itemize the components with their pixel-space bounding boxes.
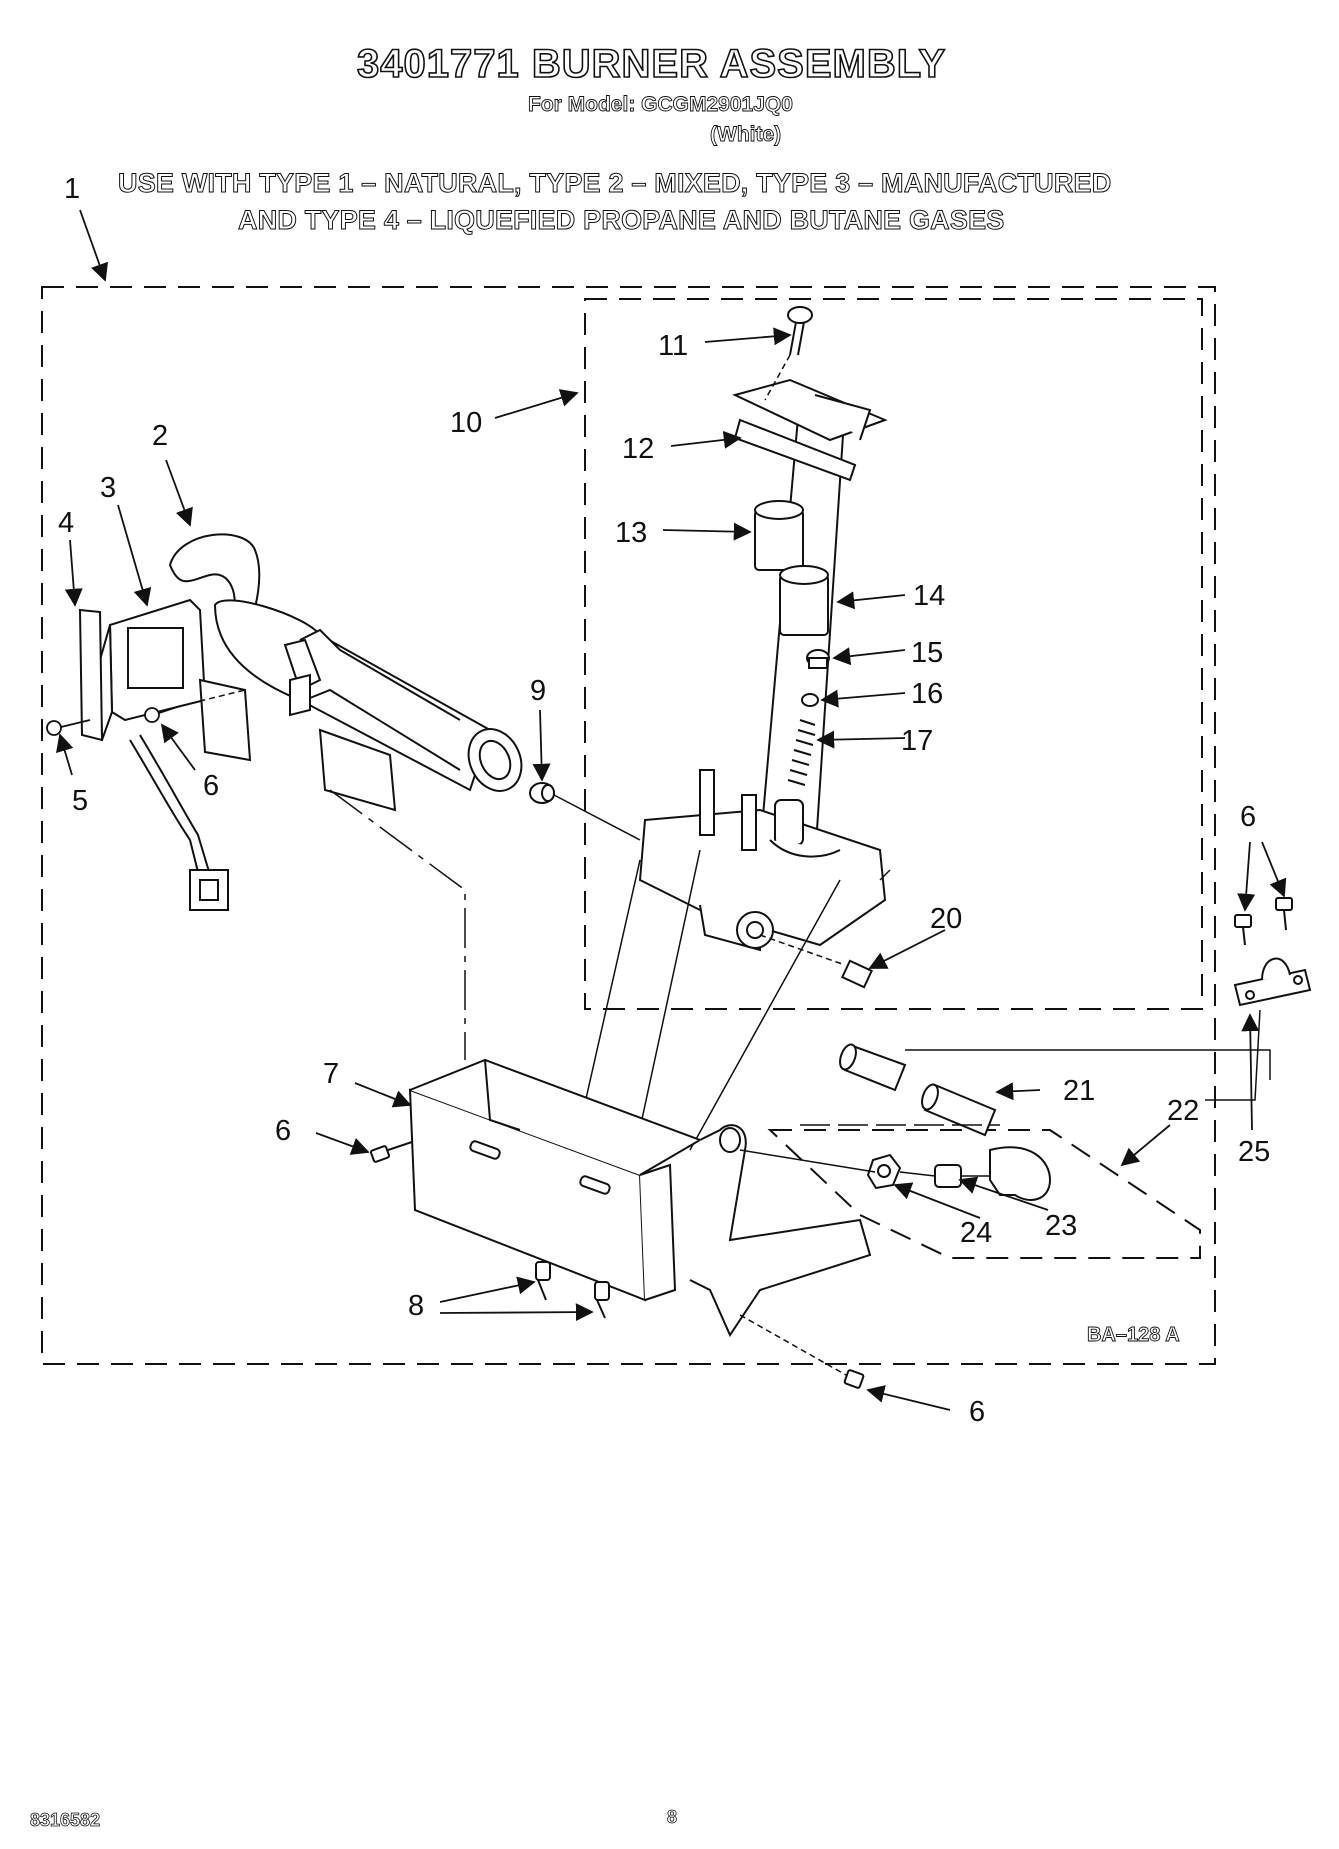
gas-note-line-2: AND TYPE 4 – LIQUEFIED PROPANE AND BUTAN…	[238, 205, 1005, 236]
callout-4: 4	[58, 507, 74, 539]
footer-part-number: 8316582	[30, 1810, 101, 1831]
callout-8: 8	[408, 1290, 424, 1322]
callout-24: 24	[960, 1217, 992, 1249]
seat-16	[801, 693, 819, 707]
gas-valve	[638, 378, 888, 952]
callout-17: 17	[901, 725, 933, 757]
ignitor-bracket	[78, 598, 252, 762]
callout-13: 13	[615, 517, 647, 549]
gas-note-line-1: USE WITH TYPE 1 – NATURAL, TYPE 2 – MIXE…	[117, 168, 1112, 199]
callout-6a: 6	[203, 770, 219, 802]
callout-23: 23	[1045, 1210, 1077, 1242]
screw-6-left	[144, 705, 181, 723]
callout-2: 2	[152, 420, 168, 452]
callout-10: 10	[450, 407, 482, 439]
fitting-23	[934, 1146, 1052, 1201]
connector-20	[840, 959, 874, 989]
callout-21: 21	[1063, 1075, 1095, 1107]
callout-22: 22	[1167, 1095, 1199, 1127]
page-title: 3401771 BURNER ASSEMBLY	[356, 41, 947, 87]
callout-12: 12	[622, 433, 654, 465]
callout-25: 25	[1238, 1136, 1270, 1168]
burner-tube	[213, 599, 523, 792]
callout-16: 16	[911, 678, 943, 710]
callout-20: 20	[930, 903, 962, 935]
pipe-nipple-21	[839, 1043, 997, 1137]
valve-assembly-boundary	[584, 298, 1203, 1010]
color-label: (White)	[710, 123, 782, 147]
nut-24	[866, 1153, 902, 1190]
screw-11	[787, 306, 813, 356]
callout-6c: 6	[275, 1115, 291, 1147]
mounting-bracket	[408, 1058, 872, 1338]
pipe-clamp-25	[1233, 957, 1312, 1007]
model-label: For Model: GCGM2901JQ0	[528, 93, 794, 117]
callout-15: 15	[911, 637, 943, 669]
callout-11: 11	[658, 330, 688, 362]
footer-page-number: 8	[667, 1807, 678, 1828]
tube-bracket	[283, 638, 397, 812]
callout-arrows	[56, 209, 1287, 1411]
callout-14: 14	[913, 580, 945, 612]
assembly-boundary	[41, 286, 1216, 1365]
diagram-code: BA–128 A	[1087, 1324, 1180, 1346]
screw-5	[46, 719, 91, 736]
callout-9: 9	[530, 675, 546, 707]
screw-6-bracket	[369, 1141, 413, 1163]
orifice	[529, 782, 555, 804]
callout-5: 5	[72, 785, 88, 817]
screw-6-clamp-a	[1234, 914, 1252, 946]
plug-15	[806, 649, 830, 669]
callout-labels: 1 2 3 4 5 6 6 6 6 7 8 9 10 11 12 13 14 1…	[58, 173, 1270, 1428]
screw-6-clamp-b	[1275, 897, 1293, 931]
callout-3: 3	[100, 472, 116, 504]
callout-6b: 6	[1240, 801, 1256, 833]
callout-7: 7	[323, 1058, 339, 1090]
ignitor-wire	[129, 734, 229, 911]
fitting-group-boundary	[767, 1129, 1201, 1259]
screw-8-a	[535, 1261, 551, 1301]
screw-8-b	[594, 1281, 610, 1319]
callout-6d: 6	[969, 1396, 985, 1428]
spring-17	[787, 719, 816, 786]
screw-6-bottom	[843, 1369, 865, 1389]
callout-1: 1	[64, 173, 80, 205]
